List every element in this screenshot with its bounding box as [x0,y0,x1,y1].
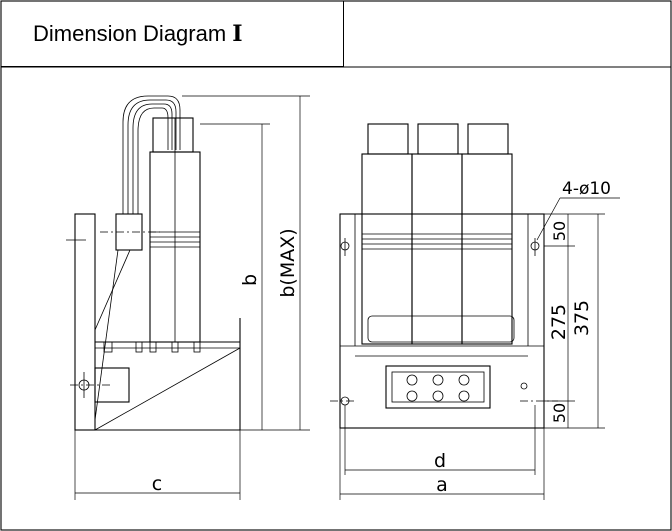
dim-375: 375 [571,300,593,336]
diagram-title: Dimension Diagram [33,20,227,46]
dim-b-max: b(MAX) [277,228,299,297]
dim-hole: 4-ø10 [562,179,611,199]
title-tab: Dimension Diagram I [1,1,344,67]
dim-c: c [152,473,162,495]
dim-d: d [434,450,446,472]
dim-275: 275 [548,304,570,340]
dim-b: b [239,274,261,286]
front-view [330,123,558,429]
side-view [66,95,241,431]
dim-50-top: 50 [550,221,569,241]
front-dimensions: d a 4-ø10 50 275 375 50 [339,179,620,500]
dim-50-bottom: 50 [550,403,569,423]
side-dimensions: b(MAX) b c [74,95,310,500]
diagram-numeral: I [232,20,243,47]
dim-a: a [436,474,448,496]
